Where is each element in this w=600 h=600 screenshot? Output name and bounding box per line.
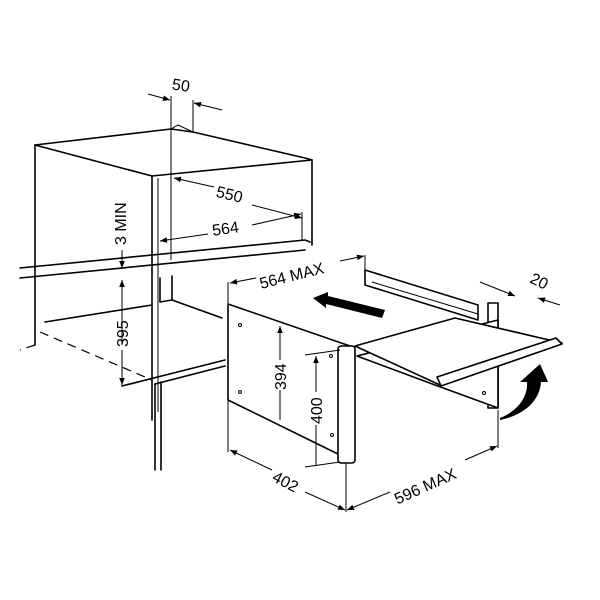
- upper-cabinet: [19, 124, 313, 421]
- dim-564max-label: 564 MAX: [258, 260, 326, 292]
- dim-596max-label: 596 MAX: [392, 466, 459, 508]
- dim-400-label: 400: [309, 397, 326, 424]
- dim-50-label: 50: [171, 77, 191, 96]
- lower-cabinet: [121, 359, 226, 471]
- front-panel: [227, 303, 356, 464]
- dim-3min-label: 3 MIN: [113, 202, 130, 245]
- rotate-arrow-icon: [500, 364, 548, 420]
- dim-395-label: 395: [115, 320, 132, 347]
- insert-arrow-icon: [313, 292, 385, 318]
- dim-402-label: 402: [269, 469, 301, 497]
- dim-564-label: 564: [211, 219, 240, 240]
- dim-394-label: 394: [273, 363, 290, 390]
- sliding-tray: [354, 269, 563, 409]
- dim-20-label: 20: [527, 271, 550, 294]
- dim-550-label: 550: [214, 184, 244, 207]
- dimension-lines: [119, 93, 561, 512]
